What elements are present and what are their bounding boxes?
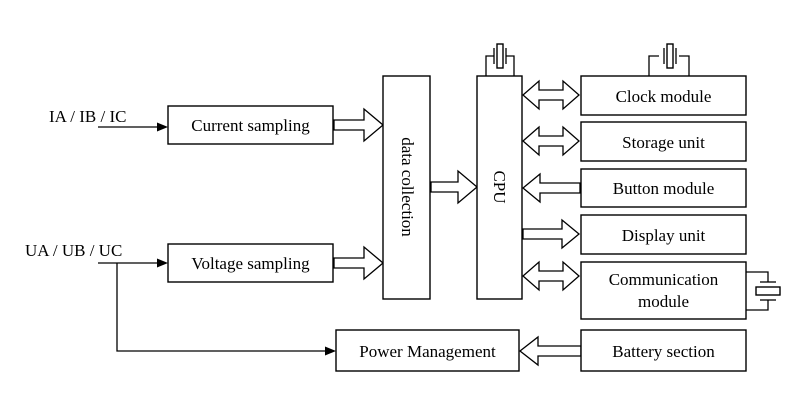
current-input-label: IA / IB / IC: [49, 107, 126, 126]
current-sampling-label: Current sampling: [191, 116, 310, 135]
hollow-arrow-icon: [333, 245, 385, 281]
voltage-sampling-label: Voltage sampling: [191, 254, 310, 273]
double-hollow-arrow-icon: [522, 260, 580, 292]
storage-unit-label: Storage unit: [622, 133, 705, 152]
cpu-block: CPU: [476, 75, 523, 300]
crystal-oscillator-icon: [648, 43, 690, 76]
power-management-block: Power Management: [335, 329, 520, 372]
voltage-input: UA / UB / UC: [25, 241, 336, 356]
data-collection-block: data collection: [382, 75, 431, 300]
button-module-block: Button module: [580, 168, 747, 208]
hollow-arrow-icon: [430, 169, 479, 205]
communication-module-block: Communication module: [580, 261, 747, 320]
hollow-arrow-left-icon: [521, 172, 581, 204]
clock-module-block: Clock module: [580, 75, 747, 116]
hollow-arrow-right-icon: [522, 218, 581, 250]
hollow-arrow-icon: [333, 107, 385, 143]
crystal-oscillator-icon: [746, 271, 781, 311]
battery-section-block: Battery section: [580, 329, 747, 372]
clock-module-label: Clock module: [616, 87, 712, 106]
hollow-arrow-left-icon: [518, 335, 582, 367]
battery-section-label: Battery section: [612, 342, 715, 361]
communication-module-label-line1: Communication: [609, 270, 719, 289]
display-unit-label: Display unit: [622, 226, 706, 245]
cpu-label: CPU: [490, 170, 509, 203]
voltage-sampling-block: Voltage sampling: [167, 243, 334, 283]
data-collection-label: data collection: [398, 137, 417, 237]
power-management-label: Power Management: [359, 342, 496, 361]
storage-unit-block: Storage unit: [580, 121, 747, 162]
double-hollow-arrow-icon: [522, 125, 580, 157]
communication-module-label-line2: module: [638, 292, 689, 311]
voltage-input-label: UA / UB / UC: [25, 241, 122, 260]
current-input: IA / IB / IC: [49, 107, 168, 132]
arrow-head-icon: [157, 258, 168, 268]
arrow-head-icon: [325, 346, 336, 356]
current-sampling-block: Current sampling: [167, 105, 334, 145]
display-unit-block: Display unit: [580, 214, 747, 255]
crystal-oscillator-icon: [485, 43, 515, 76]
double-hollow-arrow-icon: [522, 79, 580, 111]
arrow-head-icon: [157, 122, 168, 132]
button-module-label: Button module: [613, 179, 715, 198]
